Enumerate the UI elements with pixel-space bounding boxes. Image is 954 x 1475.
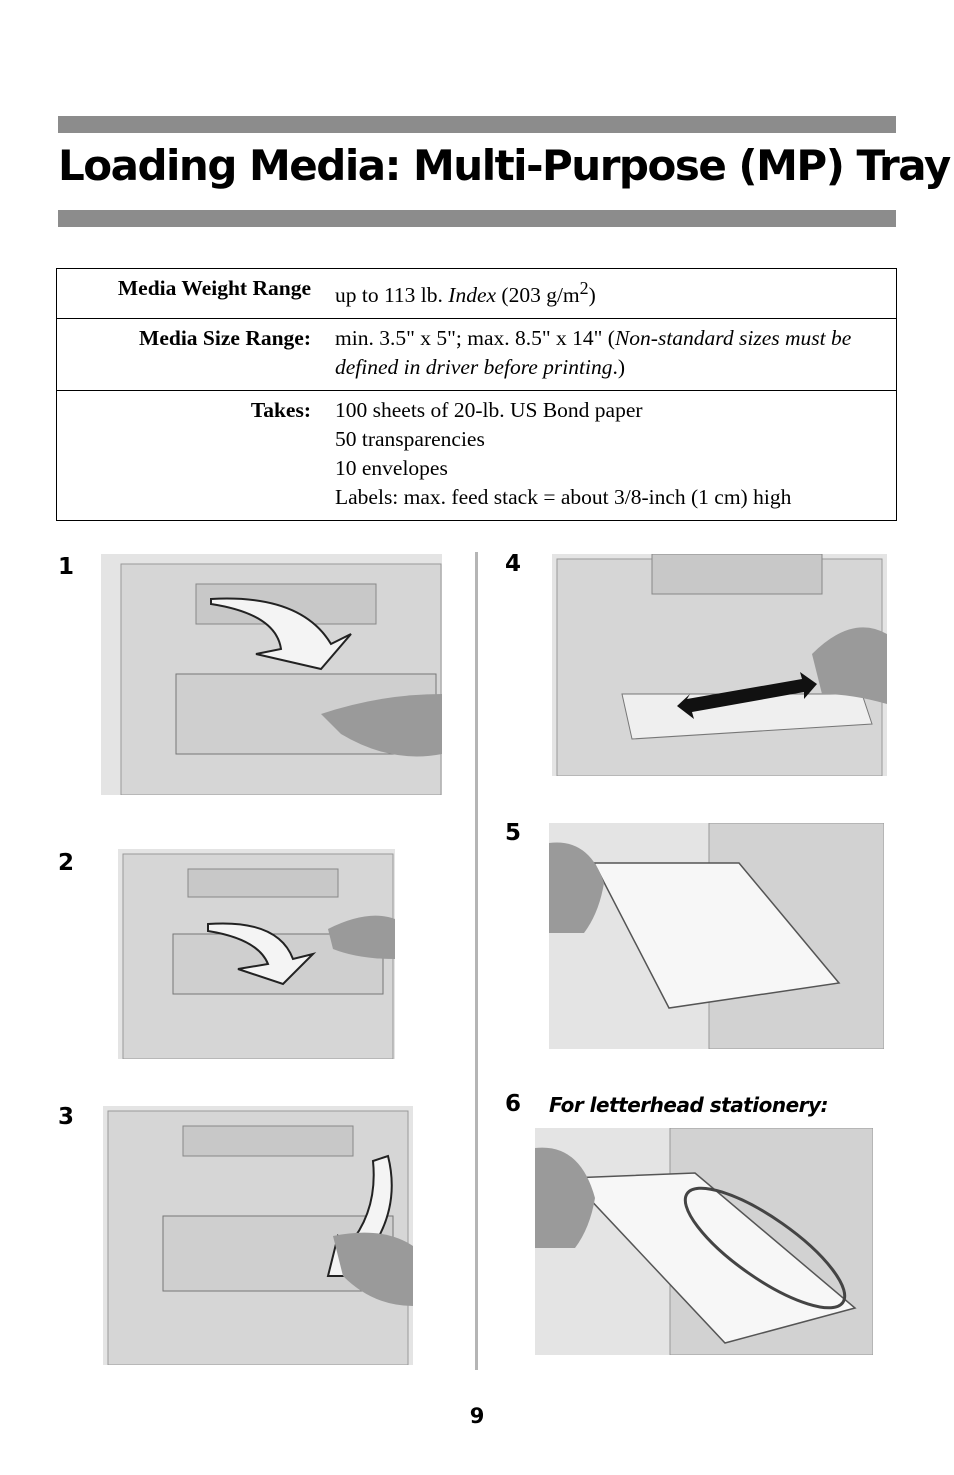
- bottom-title-rule: [58, 210, 896, 227]
- printer-unfold-tray-photo: [118, 849, 395, 1059]
- page-title: Loading Media: Multi-Purpose (MP) Tray: [58, 141, 951, 190]
- insert-paper-photo: [549, 823, 884, 1049]
- printer-extend-support-photo: [103, 1106, 413, 1365]
- media-spec-table: Media Weight Range up to 113 lb. Index (…: [56, 267, 897, 522]
- printer-open-mp-tray-photo: [101, 554, 442, 795]
- step-6-caption: For letterhead stationery:: [549, 1093, 829, 1117]
- column-divider: [475, 552, 478, 1370]
- step-number: 5: [505, 820, 522, 846]
- spec-label: Takes:: [56, 390, 333, 522]
- page-number: 9: [469, 1404, 485, 1428]
- spec-label: Media Weight Range: [56, 267, 333, 320]
- step-number: 4: [505, 551, 522, 577]
- spec-label: Media Size Range:: [56, 318, 333, 392]
- top-rule: [58, 116, 896, 133]
- spec-row-weight: Media Weight Range up to 113 lb. Index (…: [56, 267, 897, 320]
- insert-letterhead-photo: [535, 1128, 873, 1355]
- printer-adjust-guides-photo: [552, 554, 887, 776]
- spec-row-takes: Takes: 100 sheets of 20-lb. US Bond pape…: [56, 390, 897, 522]
- spec-row-size: Media Size Range: min. 3.5" x 5"; max. 8…: [56, 318, 897, 392]
- spec-value: 100 sheets of 20-lb. US Bond paper 50 tr…: [333, 390, 897, 522]
- step-number: 1: [58, 554, 75, 580]
- step-number: 2: [58, 850, 75, 876]
- step-number: 6: [505, 1091, 522, 1117]
- spec-value: up to 113 lb. Index (203 g/m2): [333, 267, 897, 320]
- step-number: 3: [58, 1104, 75, 1130]
- spec-value: min. 3.5" x 5"; max. 8.5" x 14" (Non-sta…: [333, 318, 897, 392]
